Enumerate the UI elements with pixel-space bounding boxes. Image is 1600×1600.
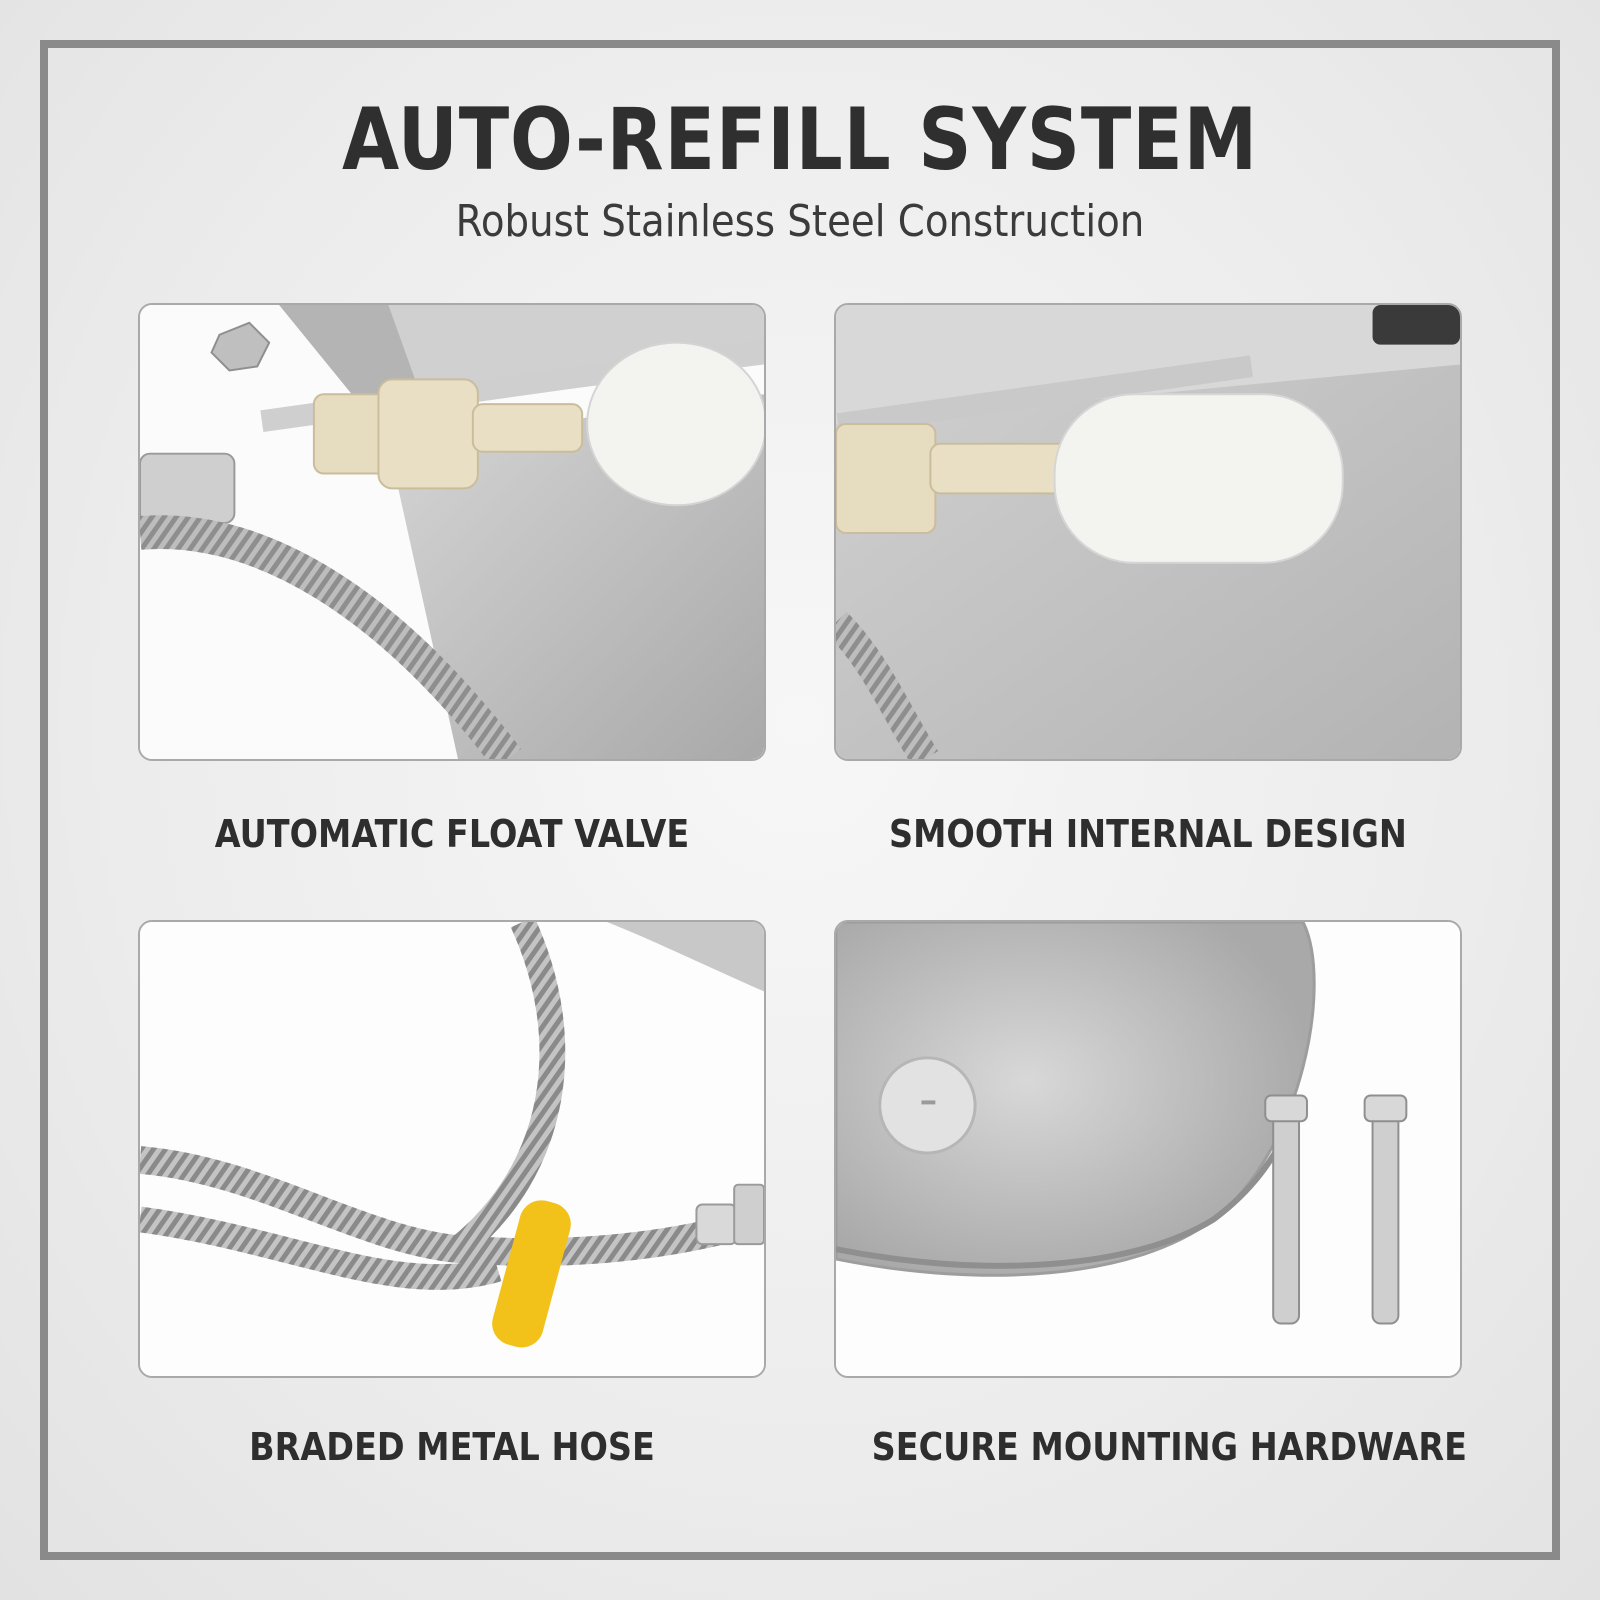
float-valve-image [138, 303, 766, 761]
mounting-hardware-image [834, 920, 1462, 1378]
caption-internal-design: SMOOTH INTERNAL DESIGN [889, 812, 1407, 856]
braided-hose-image [138, 920, 766, 1378]
caption-float-valve: AUTOMATIC FLOAT VALVE [214, 812, 690, 856]
page-title: AUTO-REFILL SYSTEM [341, 90, 1259, 190]
caption-metal-hose: BRADED METAL HOSE [249, 1425, 655, 1469]
caption-mounting-hardware: SECURE MOUNTING HARDWARE [871, 1425, 1467, 1469]
page-frame [40, 40, 1560, 1560]
internal-design-image [834, 303, 1462, 761]
page-subtitle: Robust Stainless Steel Construction [455, 196, 1145, 247]
